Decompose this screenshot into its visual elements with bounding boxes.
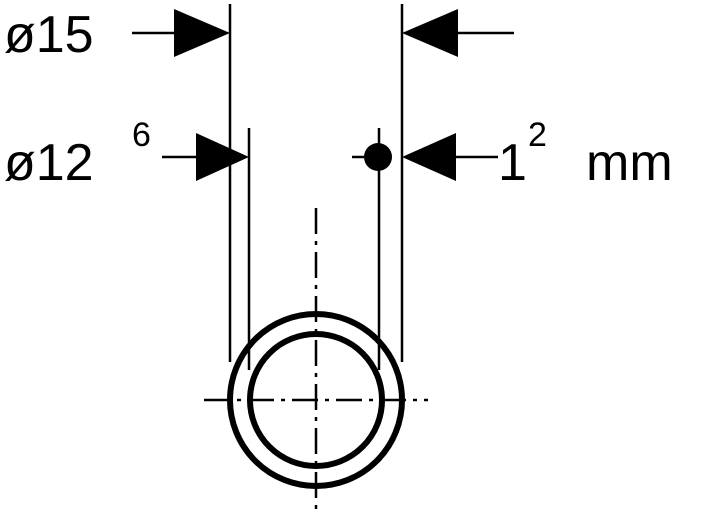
wall-thickness-superscript: 2 [528, 116, 547, 154]
inner-diameter-label: ø12 [4, 134, 94, 192]
inner-diameter-superscript: 6 [132, 116, 151, 154]
wall-thickness-value: 1 [498, 134, 527, 192]
inner-diameter-prefix: ø [4, 134, 36, 192]
wall-right-arrowhead [402, 133, 456, 181]
wall-thickness-unit: mm [586, 134, 673, 192]
outer-diameter-label: ø15 [4, 6, 94, 64]
outer-diameter-value: 15 [36, 6, 94, 64]
outer-diameter-prefix: ø [4, 6, 36, 64]
inner-diameter-value: 12 [36, 134, 94, 192]
outer-left-arrowhead [174, 9, 230, 57]
wall-thickness-dot [364, 143, 392, 171]
outer-right-arrowhead [402, 9, 458, 57]
inner-left-arrowhead [196, 133, 249, 181]
